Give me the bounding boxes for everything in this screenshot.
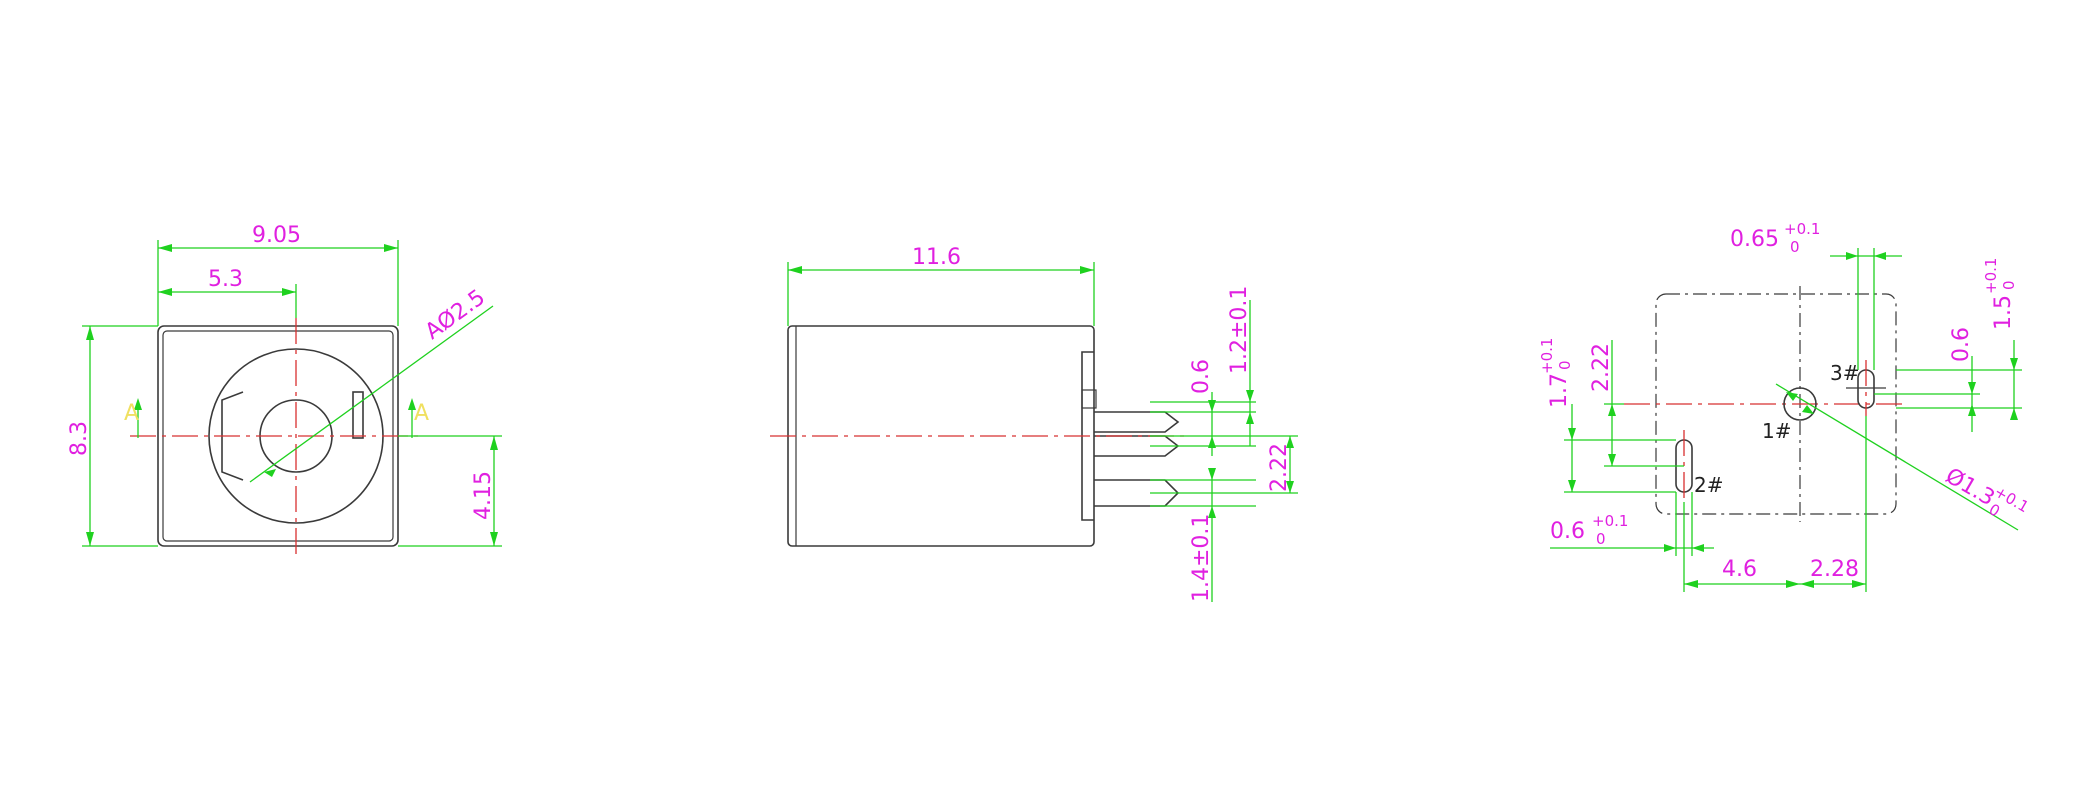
arrow: [1874, 252, 1886, 260]
arrow: [1286, 481, 1294, 493]
arrow: [1608, 404, 1616, 416]
dim-side-pin-pitch: 2.22: [1267, 443, 1292, 492]
dim-front-width: 9.05: [252, 223, 301, 248]
svg-text:Ø1.3: Ø1.3: [1941, 464, 1999, 512]
pin1-hole: [1783, 387, 1817, 421]
arrow: [86, 532, 94, 546]
dim-pin-dist-right: 2.28: [1810, 557, 1859, 582]
leader-line: [1775, 383, 2019, 531]
arrow: [1800, 580, 1814, 588]
arrow: [282, 288, 296, 296]
svg-text:0: 0: [1790, 238, 1800, 256]
leader-line: [249, 305, 494, 483]
arrow: [1208, 506, 1216, 518]
section-mark-left: A: [124, 401, 139, 426]
arrow: [408, 398, 416, 410]
arrow: [1568, 428, 1576, 440]
dim-pin-offset-right: 0.6: [1949, 327, 1974, 362]
arrow: [1080, 266, 1094, 274]
svg-text:0.65: 0.65: [1730, 227, 1779, 252]
arrow: [134, 398, 142, 410]
arrow: [1692, 544, 1704, 552]
dim-side-pin-tol: 1.4±0.1: [1189, 514, 1214, 602]
arrow: [2010, 408, 2018, 420]
arrow: [1968, 404, 1976, 416]
arrow: [1684, 580, 1698, 588]
dim-side-length: 11.6: [912, 245, 961, 270]
arrow: [490, 436, 498, 450]
arrow: [1608, 454, 1616, 466]
arrow: [1208, 400, 1216, 412]
arrow: [788, 266, 802, 274]
arrow: [158, 288, 172, 296]
side-clip: [1081, 389, 1097, 409]
svg-text:0: 0: [1596, 530, 1606, 548]
arrow: [1852, 580, 1866, 588]
svg-text:1.5: 1.5: [1991, 295, 2016, 330]
dim-front-offset: 5.3: [208, 267, 243, 292]
pin2-label: 2#: [1694, 473, 1723, 497]
arrow: [1246, 390, 1254, 402]
svg-text:+0.1: +0.1: [1982, 258, 2000, 294]
dim-front-center: 4.15: [471, 471, 496, 520]
front-right-slot: [352, 391, 364, 439]
pin-view: 1# 2# 3# 0.65 +0.1 0 1.5 +0.1 0 0.6: [1538, 220, 2032, 592]
arrow: [2010, 358, 2018, 370]
arrow: [1208, 436, 1216, 448]
dim-side-pin-width: 0.6: [1189, 359, 1214, 394]
arrow: [1846, 252, 1858, 260]
arrow: [1802, 405, 1814, 414]
front-view: 9.05 5.3 8.3 4.15 AØ2.5 A A: [67, 223, 502, 555]
side-pin-1: [1094, 411, 1180, 433]
svg-text:0.6: 0.6: [1550, 519, 1585, 544]
arrow: [1968, 382, 1976, 394]
section-mark-right: A: [414, 401, 429, 426]
dim-front-height: 8.3: [67, 421, 92, 456]
dim-pin-slot-right: 1.5 +0.1 0: [1982, 258, 2018, 330]
svg-text:1.7: 1.7: [1547, 373, 1572, 408]
dim-pin-hole-dia: Ø1.3 +0.1 0: [1941, 464, 2032, 521]
dim-side-pin-offset: 1.2±0.1: [1227, 286, 1252, 374]
arrow: [264, 469, 276, 477]
arrow: [1786, 392, 1798, 401]
arrow: [1568, 480, 1576, 492]
svg-text:0: 0: [2000, 280, 2018, 290]
svg-text:+0.1: +0.1: [1784, 220, 1820, 238]
pin1-label: 1#: [1762, 419, 1791, 443]
side-view: 11.6 0.6 1.2±0.1 2.22 1.4±0.1: [770, 245, 1298, 602]
dim-pin-dist-left: 4.6: [1722, 557, 1757, 582]
pin3-label: 3#: [1830, 361, 1859, 385]
dim-pin-slot-left: 1.7 +0.1 0: [1538, 338, 1574, 408]
svg-text:0: 0: [1556, 360, 1574, 370]
svg-text:+0.1: +0.1: [1592, 512, 1628, 530]
arrow: [1246, 412, 1254, 424]
arrow: [1786, 580, 1800, 588]
arrow: [1286, 436, 1294, 448]
dim-pin-slot-bottom: 0.6 +0.1 0: [1550, 512, 1628, 548]
dim-pin-slot-top: 0.65 +0.1 0: [1730, 220, 1820, 256]
arrow: [1208, 468, 1216, 480]
arrow: [1664, 544, 1676, 552]
dim-pin-pitch-left: 2.22: [1589, 343, 1614, 392]
arrow: [384, 244, 398, 252]
arrow: [490, 532, 498, 546]
arrow: [86, 326, 94, 340]
svg-text:+0.1: +0.1: [1538, 338, 1556, 374]
arrow: [158, 244, 172, 252]
